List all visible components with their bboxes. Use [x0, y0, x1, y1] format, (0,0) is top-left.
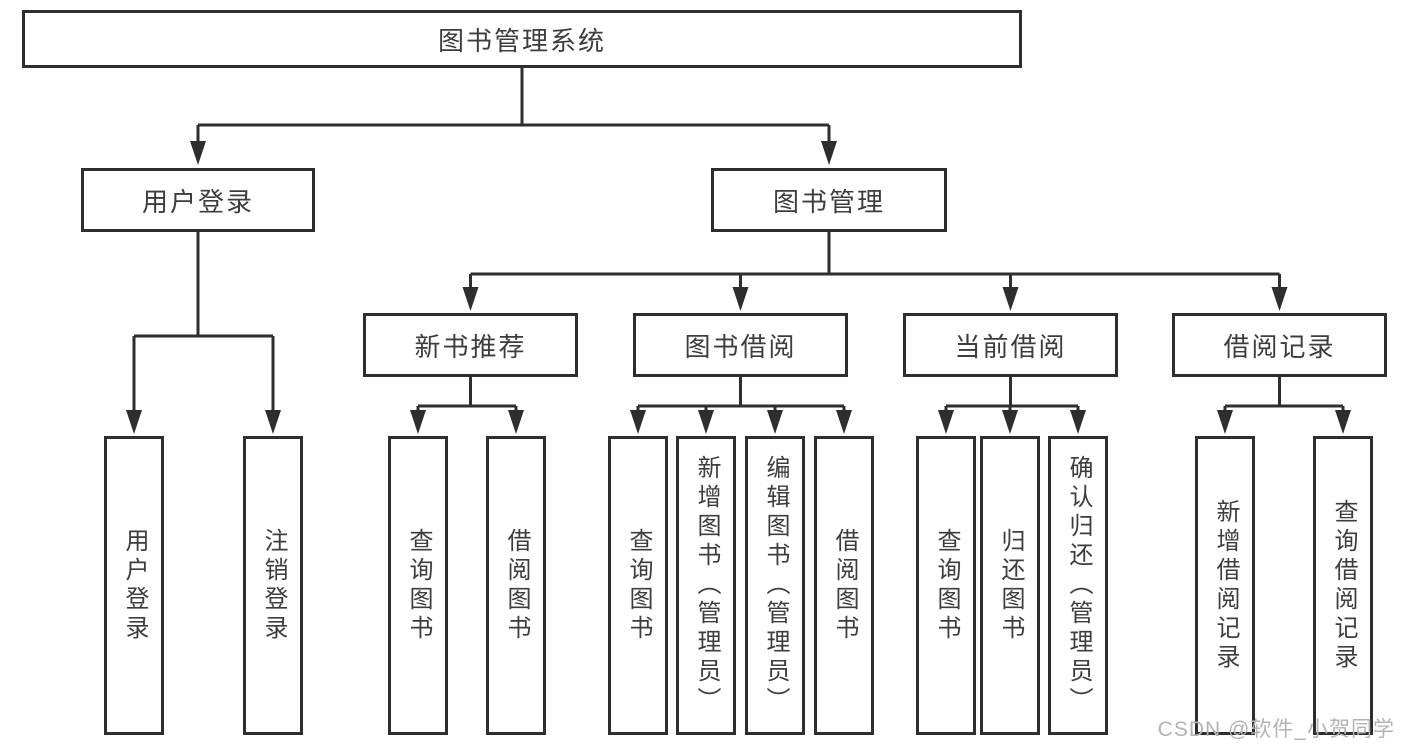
leaf-newbook-query-books: 查询图书 [388, 436, 448, 735]
node-new-book-recommend: 新书推荐 [363, 313, 578, 377]
leaf-records-add-record-label: 新增借阅记录 [1212, 498, 1239, 673]
leaf-borrow-query-books-label: 查询图书 [625, 527, 652, 644]
node-book-management: 图书管理 [711, 168, 947, 232]
leaf-current-return-books: 归还图书 [980, 436, 1040, 735]
leaf-current-query-books: 查询图书 [916, 436, 976, 735]
leaf-records-query-record: 查询借阅记录 [1313, 436, 1373, 735]
node-root-book-management-system: 图书管理系统 [22, 10, 1022, 68]
leaf-logout: 注销登录 [243, 436, 303, 735]
leaf-current-return-books-label: 归还图书 [997, 527, 1024, 644]
leaf-current-query-books-label: 查询图书 [933, 527, 960, 644]
node-book-borrow: 图书借阅 [633, 313, 848, 377]
leaf-borrow-edit-books-admin-label: 编辑图书（管理员） [762, 455, 789, 716]
leaf-current-confirm-return-admin: 确认归还（管理员） [1048, 436, 1108, 735]
leaf-borrow-add-books-admin-label: 新增图书（管理员） [693, 455, 720, 716]
leaf-newbook-borrow-books: 借阅图书 [486, 436, 546, 735]
leaf-newbook-borrow-books-label: 借阅图书 [503, 527, 530, 644]
leaf-borrow-borrow-books-label: 借阅图书 [831, 527, 858, 644]
leaf-borrow-add-books-admin: 新增图书（管理员） [676, 436, 736, 735]
leaf-newbook-query-books-label: 查询图书 [405, 527, 432, 644]
node-user-login: 用户登录 [81, 168, 315, 232]
leaf-records-query-record-label: 查询借阅记录 [1330, 498, 1357, 673]
leaf-logout-label: 注销登录 [260, 527, 287, 644]
leaf-borrow-edit-books-admin: 编辑图书（管理员） [745, 436, 805, 735]
leaf-borrow-borrow-books: 借阅图书 [814, 436, 874, 735]
node-current-borrow: 当前借阅 [903, 313, 1118, 377]
leaf-current-confirm-return-admin-label: 确认归还（管理员） [1065, 455, 1092, 716]
leaf-user-login: 用户登录 [104, 436, 164, 735]
leaf-borrow-query-books: 查询图书 [608, 436, 668, 735]
watermark-text: CSDN @软件_小贺同学 [1157, 718, 1395, 741]
leaf-records-add-record: 新增借阅记录 [1195, 436, 1255, 735]
leaf-user-login-label: 用户登录 [121, 527, 148, 644]
node-borrow-records: 借阅记录 [1172, 313, 1387, 377]
